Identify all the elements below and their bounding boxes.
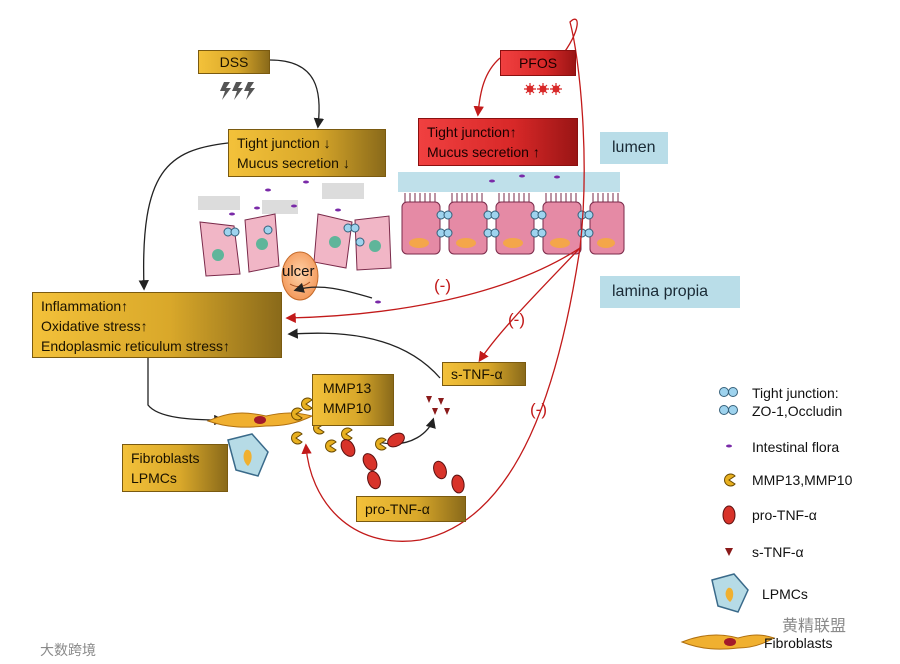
healthy-epithelium: [401, 193, 625, 255]
s-tnf-label: s-TNF-α: [451, 366, 503, 382]
mucus-layer: [398, 172, 620, 192]
pfos-box: PFOS: [500, 50, 576, 76]
ulcer-label: ulcer: [282, 263, 315, 280]
lamina-propia-label: lamina propia: [612, 283, 709, 300]
inhibit-mark-3: (-): [530, 400, 547, 419]
pro-tnf-particles: [340, 432, 465, 494]
legend-pro-tnf-icon: [722, 505, 736, 525]
mmp-line-2: MMP10: [323, 400, 372, 416]
legend-pro-tnf-text: pro-TNF-α: [752, 507, 817, 523]
pfos-effect-box: Tight junction↑ Mucus secretion ↑: [418, 118, 578, 166]
dss-effect-box: Tight junction ↓ Mucus secretion ↓: [228, 129, 386, 177]
legend-s-tnf-icon: [725, 548, 733, 556]
legend-tight-junction-line-1: Tight junction:: [752, 385, 839, 401]
watermark-left: 大数跨境: [40, 642, 96, 658]
s-tnf-box: s-TNF-α: [442, 362, 526, 386]
lpmc-cell: [227, 433, 269, 477]
pfos-label: PFOS: [518, 55, 558, 71]
legend-fibroblasts-text: Fibroblasts: [764, 635, 833, 651]
inhibit-mark-1: (-): [434, 276, 451, 295]
dss-effect-line-2: Mucus secretion ↓: [237, 155, 350, 171]
mmp-line-1: MMP13: [323, 380, 372, 396]
dss-lightning-icons: [220, 82, 255, 100]
lumen-label: lumen: [612, 139, 656, 156]
legend-tight-junction-text: Tight junction: ZO-1,Occludin: [752, 384, 842, 420]
inflammation-box: Inflammation↑ Oxidative stress↑ Endoplas…: [32, 292, 282, 358]
legend-fibroblast-icon: [680, 634, 776, 650]
dss-effect-line-1: Tight junction ↓: [237, 135, 331, 151]
legend-lpmc-icon: [711, 573, 749, 613]
pro-tnf-box: pro-TNF-α: [356, 496, 466, 522]
lumen-label-box: lumen: [600, 132, 668, 164]
inflammation-line-3: Endoplasmic reticulum stress↑: [41, 338, 231, 354]
pfos-effect-line-1: Tight junction↑: [427, 124, 517, 140]
legend-mmp-icon: [724, 473, 736, 487]
legend-flora-text: Intestinal flora: [752, 439, 840, 455]
lpmc-line: LPMCs: [131, 470, 177, 486]
dss-box: DSS: [198, 50, 270, 74]
pfos-burst-icons: [524, 83, 562, 95]
pfos-effect-line-2: Mucus secretion ↑: [427, 144, 540, 160]
lamina-propia-label-box: lamina propia: [600, 276, 740, 308]
dss-label: DSS: [219, 54, 249, 70]
legend-flora-icon: [726, 444, 732, 448]
legend-lpmc-text: LPMCs: [762, 586, 808, 602]
legend-mmp-text: MMP13,MMP10: [752, 472, 853, 488]
inflammation-line-2: Oxidative stress↑: [41, 318, 148, 334]
pro-tnf-label: pro-TNF-α: [365, 501, 430, 517]
fibroblasts-line: Fibroblasts: [131, 450, 200, 466]
mmp-box: MMP13 MMP10: [312, 374, 394, 426]
legend-tight-junction-line-2: ZO-1,Occludin: [752, 403, 843, 419]
legend-tight-junction-icon: [719, 387, 738, 415]
watermark-right: 黄精联盟: [782, 618, 847, 635]
fibroblasts-lpmc-box: Fibroblasts LPMCs: [122, 444, 228, 492]
inflammation-line-1: Inflammation↑: [41, 298, 129, 314]
legend-s-tnf-text: s-TNF-α: [752, 544, 804, 560]
black-arrows: [138, 59, 441, 445]
inhibit-mark-2: (-): [508, 310, 525, 329]
mmp-particles: [291, 397, 387, 453]
s-tnf-particles: [426, 396, 450, 415]
damaged-epithelium: [198, 174, 560, 304]
red-inhibition-lines: [285, 18, 585, 542]
